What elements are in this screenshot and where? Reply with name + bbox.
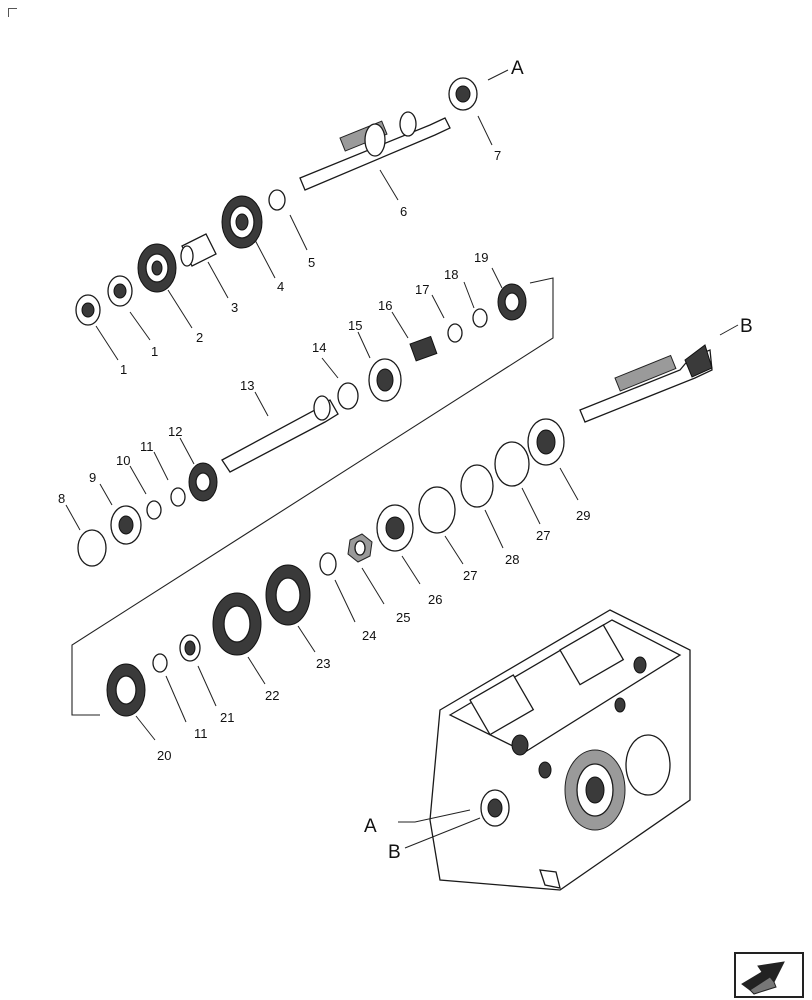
callout-1b: 1 (151, 344, 158, 359)
callout-21: 21 (220, 710, 234, 725)
callout-28: 28 (505, 552, 519, 567)
part-snap-ring-17[interactable] (447, 323, 463, 343)
callout-4: 4 (277, 279, 284, 294)
part-bearing-15[interactable] (368, 358, 402, 402)
callout-14: 14 (312, 340, 326, 355)
part-bearing-1a[interactable] (107, 275, 133, 307)
callout-6: 6 (400, 204, 407, 219)
leader-lines (65, 69, 739, 849)
part-bearing-1b[interactable] (75, 294, 101, 326)
corner-mark (8, 8, 17, 17)
part-shaft-13[interactable] (221, 395, 339, 473)
ref-label-b-top: B (740, 316, 753, 337)
part-bearing-29[interactable] (527, 418, 565, 466)
callout-25: 25 (396, 610, 410, 625)
part-ring-10[interactable] (146, 500, 162, 520)
arrow-icon (741, 961, 785, 995)
part-snap-ring-14[interactable] (337, 382, 359, 410)
callout-29: 29 (576, 508, 590, 523)
part-shaft-6[interactable] (299, 111, 451, 191)
part-pinion-shaft[interactable] (579, 344, 713, 423)
part-snap-ring-27a[interactable] (494, 441, 530, 487)
callout-18: 18 (444, 267, 458, 282)
callout-9: 9 (89, 470, 96, 485)
navigate-button[interactable] (734, 952, 804, 998)
part-gear-20[interactable] (106, 663, 146, 717)
callout-7: 7 (494, 148, 501, 163)
callout-20: 20 (157, 748, 171, 763)
callout-2: 2 (196, 330, 203, 345)
callout-17: 17 (415, 282, 429, 297)
part-needle-bearing-16[interactable] (409, 335, 438, 362)
callout-23: 23 (316, 656, 330, 671)
part-nut-25[interactable] (347, 533, 373, 563)
callout-3: 3 (231, 300, 238, 315)
callout-5: 5 (308, 255, 315, 270)
callout-13: 13 (240, 378, 254, 393)
callout-12: 12 (168, 424, 182, 439)
callout-10: 10 (116, 453, 130, 468)
callout-1a: 1 (120, 362, 127, 377)
part-bearing-26[interactable] (376, 504, 414, 552)
part-snap-ring-8[interactable] (77, 529, 107, 567)
group-bracket (71, 277, 554, 716)
callout-19: 19 (474, 250, 488, 265)
callout-15: 15 (348, 318, 362, 333)
callout-11a: 11 (140, 439, 154, 454)
ref-label-a-housing: A (364, 816, 377, 837)
callout-11b: 11 (194, 726, 208, 741)
callout-8: 8 (58, 491, 65, 506)
part-sleeve-3[interactable] (180, 233, 217, 267)
part-gear-22[interactable] (212, 592, 262, 656)
part-bearing-7[interactable] (448, 77, 478, 111)
transmission-housing[interactable] (429, 609, 691, 891)
callout-numbers: 1 1 2 3 4 5 6 7 8 9 10 11 12 13 14 15 16… (58, 148, 590, 763)
part-bearing-9[interactable] (110, 505, 142, 545)
part-ring-28[interactable] (460, 464, 494, 508)
part-ring-18[interactable] (472, 308, 488, 328)
part-gear-12[interactable] (188, 462, 218, 502)
part-washer-5[interactable] (268, 189, 286, 211)
part-coupler-21[interactable] (179, 634, 201, 662)
ref-label-a-top: A (511, 58, 524, 79)
part-ring-11[interactable] (170, 487, 186, 507)
callout-16: 16 (378, 298, 392, 313)
callout-22: 22 (265, 688, 279, 703)
part-gear-19[interactable] (497, 283, 527, 321)
part-washer-24[interactable] (319, 552, 337, 576)
reference-labels: A B A B (364, 58, 753, 863)
callout-26: 26 (428, 592, 442, 607)
callout-27b: 27 (536, 528, 550, 543)
callout-24: 24 (362, 628, 376, 643)
part-snap-ring-27b[interactable] (418, 486, 456, 534)
part-gear-4[interactable] (221, 195, 263, 249)
ref-label-b-housing: B (388, 842, 401, 863)
callout-27a: 27 (463, 568, 477, 583)
part-gear-2[interactable] (137, 243, 177, 293)
part-ring-11b[interactable] (152, 653, 168, 673)
part-gear-23[interactable] (265, 564, 311, 626)
